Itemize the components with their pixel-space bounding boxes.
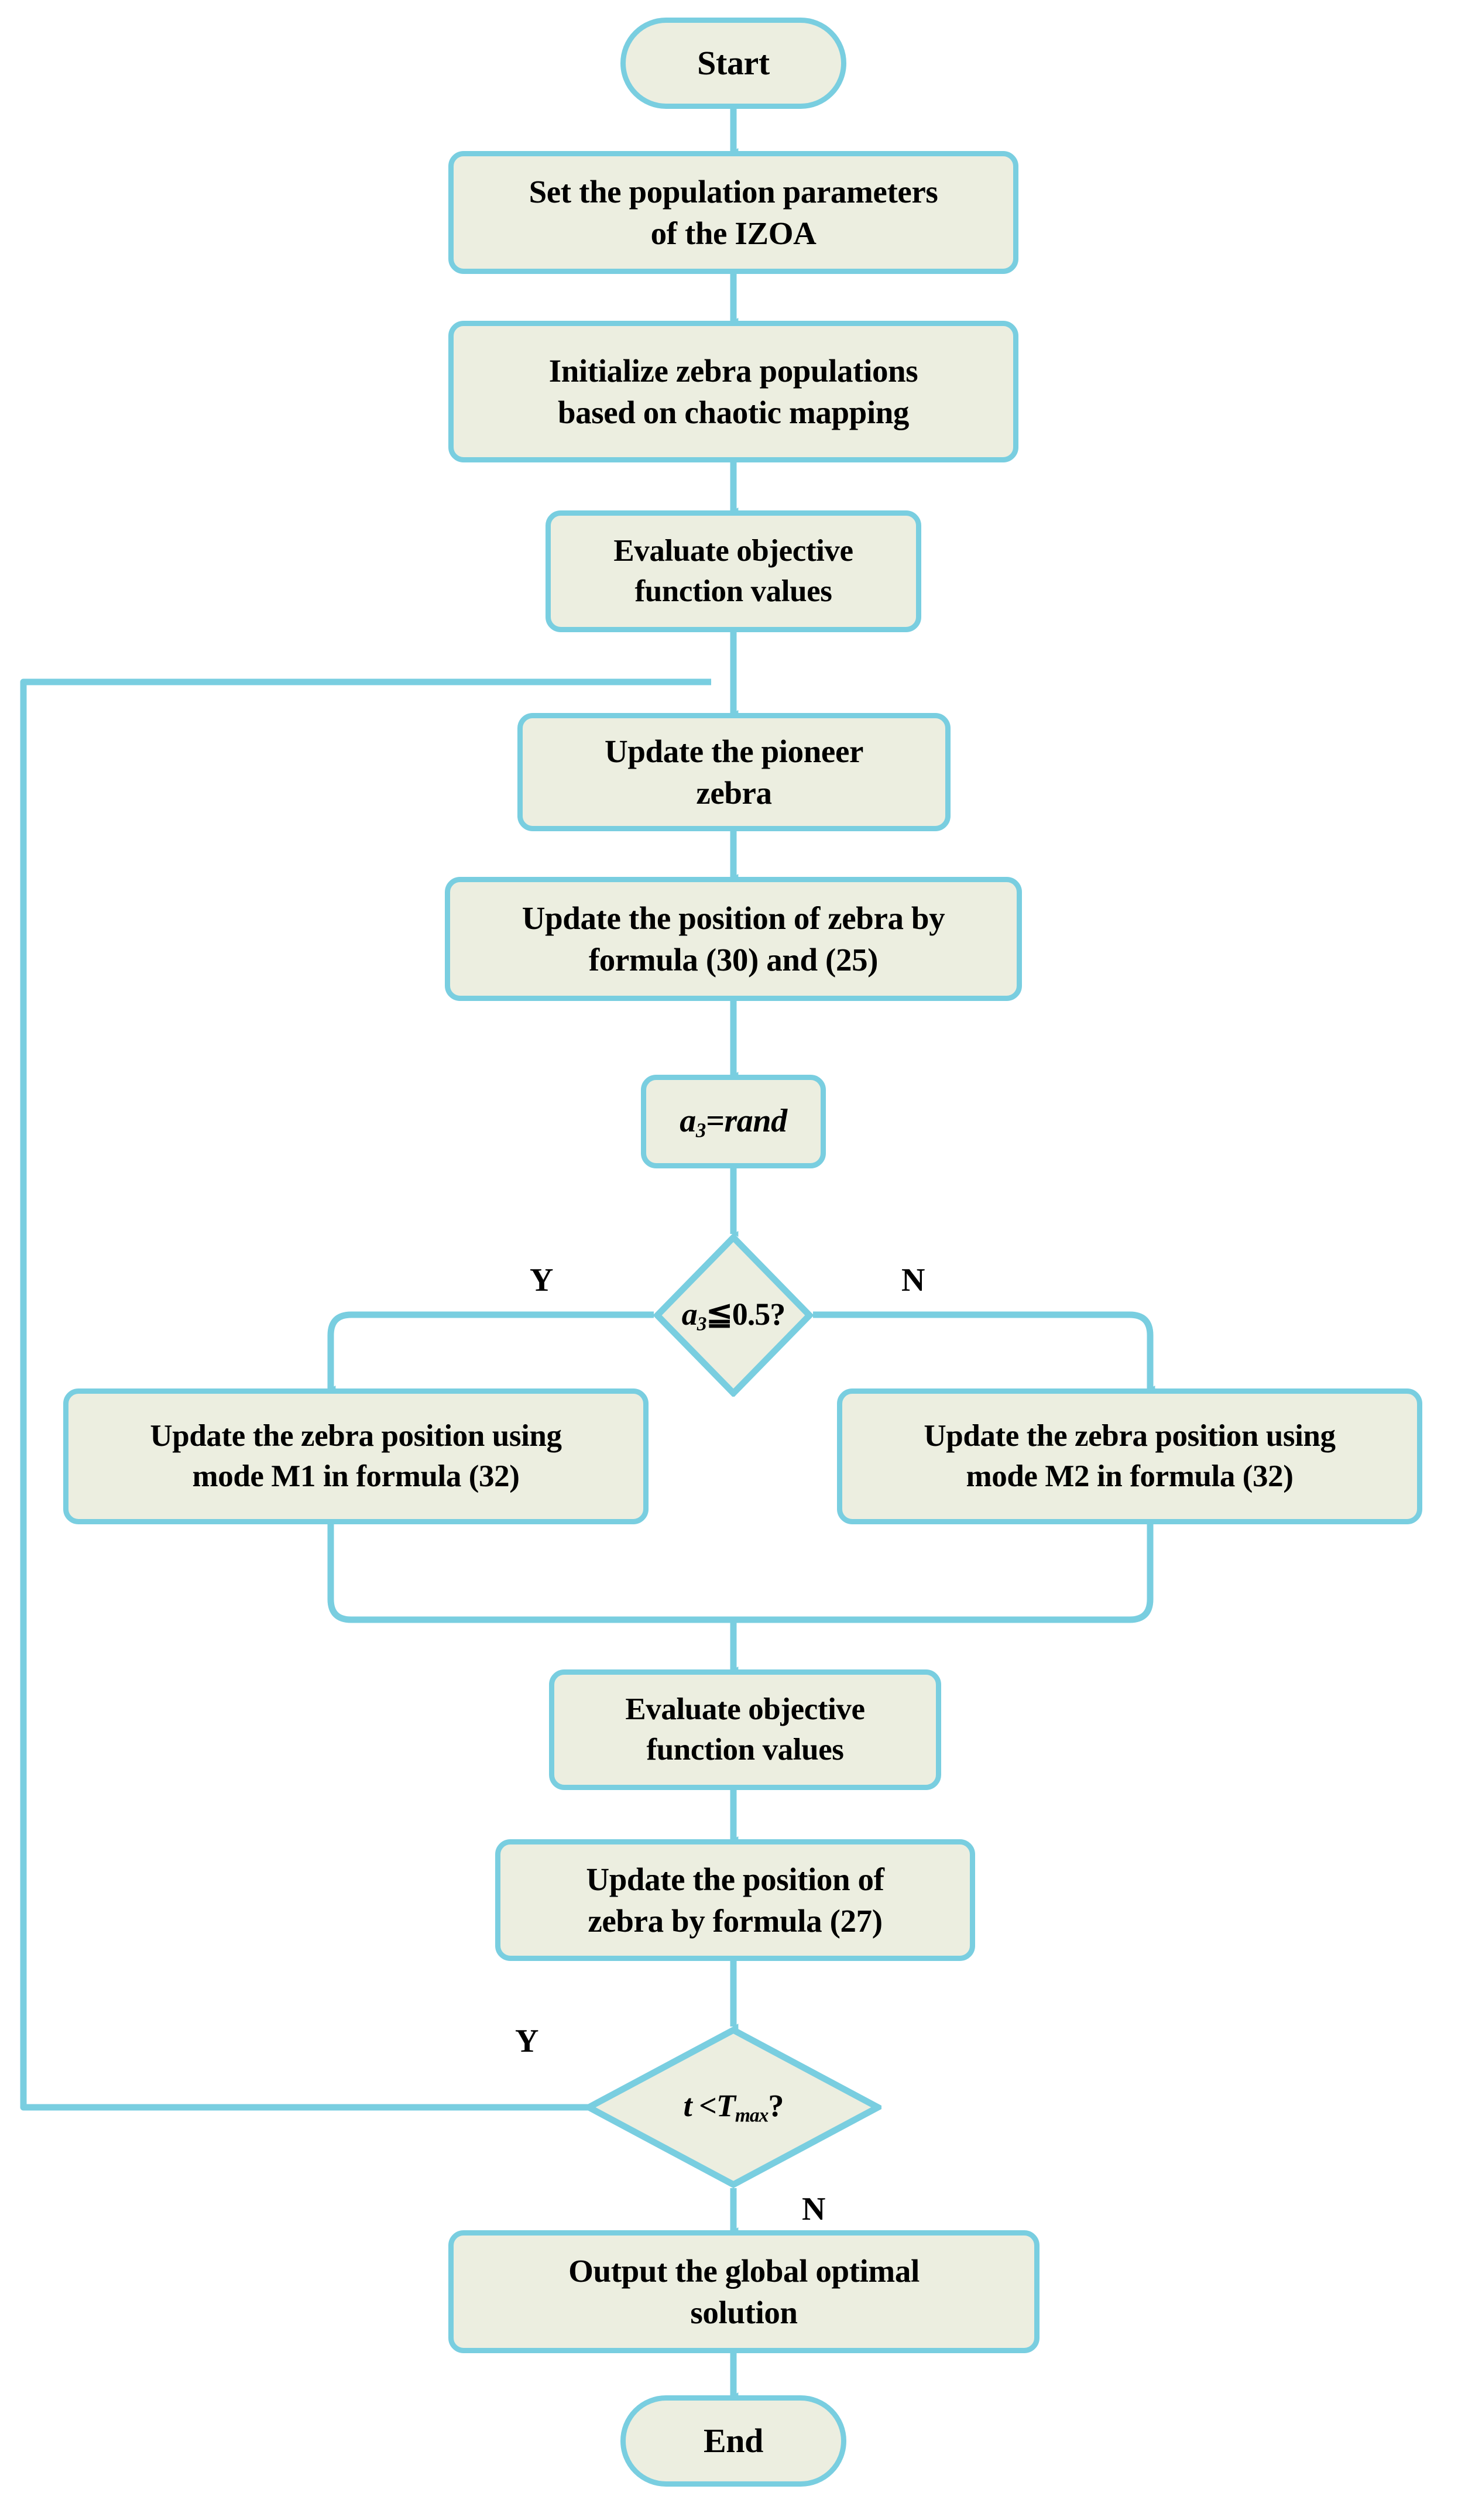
node-update-pioneer-zebra[interactable]: Update the pioneer zebra [517, 713, 951, 831]
node-update-zebra-position-mode-m2-label: Update the zebra position using mode M2 … [924, 1419, 1336, 1493]
node-a3-equals-rand-label: a3=rand [680, 1102, 787, 1142]
node-update-position-formula-30-25[interactable]: Update the position of zebra by formula … [445, 877, 1022, 1001]
node-evaluate-objective-function-values-1-label: Evaluate objective function values [613, 534, 853, 608]
node-update-position-formula-27[interactable]: Update the position of zebra by formula … [495, 1839, 975, 1961]
node-initialize-zebra-populations[interactable]: Initialize zebra populations based on ch… [448, 321, 1018, 462]
node-update-zebra-position-mode-m2[interactable]: Update the zebra position using mode M2 … [837, 1388, 1422, 1524]
decision-a3-label: a3≦0.5? [681, 1296, 785, 1335]
edge-label-a3-yes: Y [530, 1262, 554, 1298]
decision-t-less-tmax[interactable]: t <Tmax? [585, 2027, 881, 2188]
edge-m1-merge [327, 1524, 733, 1623]
node-evaluate-objective-function-values-2-label: Evaluate objective function values [625, 1692, 865, 1767]
node-initialize-zebra-populations-label: Initialize zebra populations based on ch… [548, 352, 918, 431]
node-update-zebra-position-mode-m1[interactable]: Update the zebra position using mode M1 … [63, 1388, 649, 1524]
node-update-position-formula-27-label: Update the position of zebra by formula … [586, 1861, 884, 1939]
node-update-position-formula-30-25-label: Update the position of zebra by formula … [522, 900, 945, 978]
decision-t-label: t <Tmax? [683, 2088, 784, 2127]
node-end[interactable]: End [620, 2395, 846, 2487]
node-start[interactable]: Start [620, 18, 846, 109]
node-update-zebra-position-mode-m1-label: Update the zebra position using mode M1 … [150, 1419, 562, 1493]
node-update-pioneer-zebra-label: Update the pioneer zebra [605, 733, 863, 811]
edge-label-a3-no: N [901, 1262, 925, 1298]
node-evaluate-objective-function-values-2[interactable]: Evaluate objective function values [549, 1669, 941, 1790]
edge-decision-no-to-m2 [813, 1311, 1155, 1391]
node-evaluate-objective-function-values-1[interactable]: Evaluate objective function values [546, 510, 921, 632]
decision-a3-less-equal-half[interactable]: a3≦0.5? [654, 1234, 813, 1397]
edge-label-t-yes: Y [515, 2023, 539, 2059]
node-start-label: Start [697, 44, 770, 83]
edge-label-t-no: N [802, 2191, 826, 2227]
edge-m2-merge [733, 1524, 1154, 1623]
node-end-label: End [704, 2422, 763, 2460]
node-set-population-parameters[interactable]: Set the population parameters of the IZO… [448, 151, 1018, 274]
node-output-global-optimal-solution[interactable]: Output the global optimal solution [448, 2230, 1040, 2353]
node-set-population-parameters-label: Set the population parameters of the IZO… [529, 173, 938, 252]
node-a3-equals-rand[interactable]: a3=rand [641, 1075, 826, 1168]
edge-decision-yes-to-m1 [327, 1311, 654, 1391]
node-output-global-optimal-solution-label: Output the global optimal solution [568, 2252, 920, 2331]
